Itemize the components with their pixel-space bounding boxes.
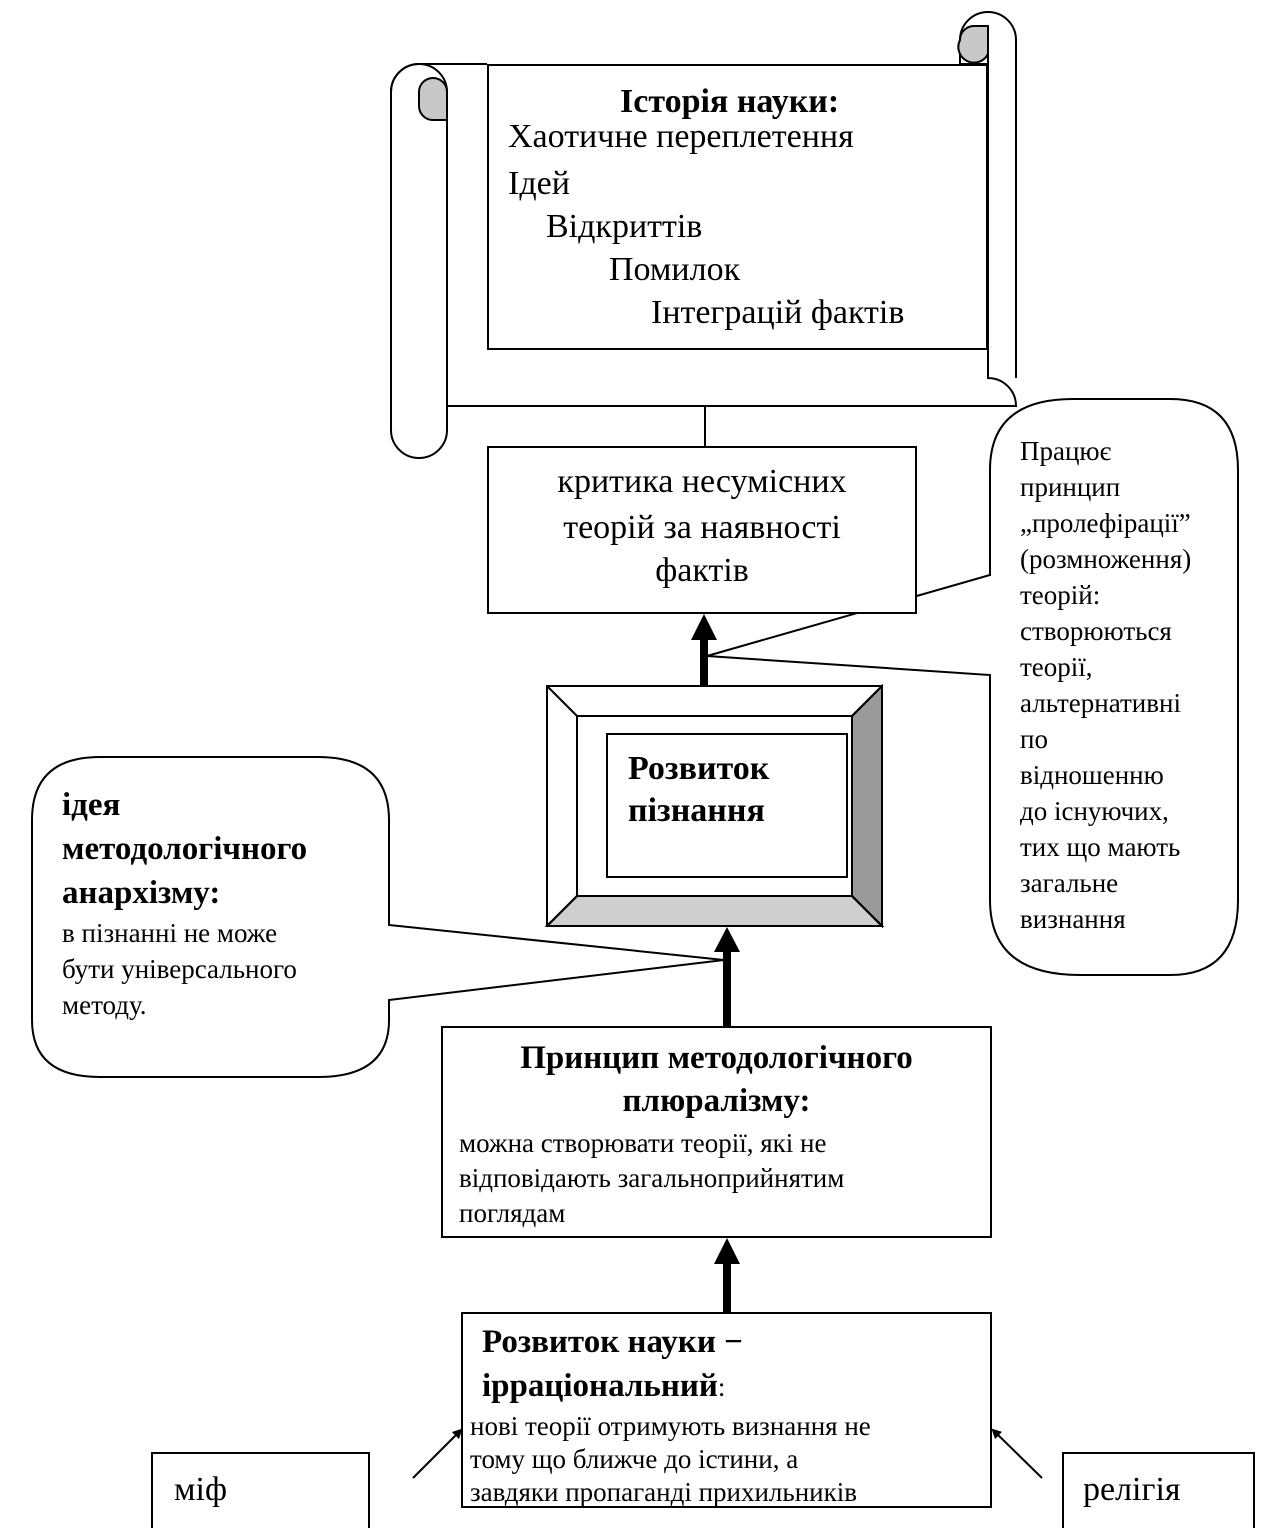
history-line-5: Інтеграцій фактів — [651, 294, 905, 331]
myth-box — [151, 1452, 370, 1528]
proliferation-line: тих що мають — [1020, 832, 1181, 862]
thick-arrows — [691, 614, 740, 1312]
history-scroll — [390, 11, 1018, 459]
anarchism-body-line: бути універсального — [62, 954, 297, 984]
history-line-3: Відкриттів — [546, 208, 703, 245]
pluralism-title-line-1: Принцип методологічного — [520, 1040, 913, 1076]
critique-line-2: теорій за наявності — [563, 509, 841, 546]
irrational-body-line-2: тому що ближче до істини, а — [470, 1444, 799, 1474]
proliferation-line: (розмноження) — [1020, 544, 1192, 574]
pluralism-body-line-1: можна створювати теорії, які не — [459, 1128, 827, 1158]
proliferation-text: Працює принцип „пролефірації” (розмножен… — [1020, 433, 1191, 937]
proliferation-line: відношенню — [1020, 760, 1164, 790]
irrational-title-line-1: Розвиток науки − — [482, 1324, 743, 1360]
proliferation-line: загальне — [1020, 868, 1119, 898]
irrational-body-line-3: завдяки пропаганді прихильників — [470, 1477, 857, 1507]
proliferation-line: Працює — [1020, 436, 1112, 466]
irrational-body-line-1: нові теорії отримують визнання не — [470, 1411, 871, 1441]
myth-label: міф — [174, 1471, 227, 1508]
anarchism-title-line: методологічного — [62, 831, 308, 867]
religion-box — [1062, 1452, 1255, 1528]
anarchism-callout-shape — [31, 756, 725, 1078]
pluralism-title-line-2: плюралізму: — [622, 1083, 811, 1119]
proliferation-line: визнання — [1020, 904, 1126, 934]
anarchism-title-line: анархізму: — [62, 875, 221, 911]
pluralism-box — [441, 1026, 992, 1238]
proliferation-line: „пролефірації” — [1020, 508, 1191, 538]
anarchism-body-line: методу. — [62, 990, 147, 1020]
history-line-1: Хаотичне переплетення — [508, 118, 854, 155]
religion-label: релігія — [1083, 1471, 1181, 1508]
proliferation-line: до існуючих, — [1020, 796, 1169, 826]
pluralism-body-line-3: поглядам — [459, 1198, 566, 1228]
proliferation-line: теорій: — [1020, 580, 1101, 610]
myth-arrow — [412, 1428, 463, 1479]
irrational-title-word: ірраціональний — [482, 1368, 718, 1404]
irrational-title-line-2: ірраціональний: — [482, 1364, 725, 1409]
anarchism-title-line: ідея — [62, 787, 121, 823]
cognition-frame — [544, 683, 885, 929]
critique-box — [487, 446, 917, 614]
proliferation-line: створюються — [1020, 616, 1172, 646]
history-line-4: Помилок — [609, 251, 741, 288]
irrational-box — [461, 1312, 992, 1508]
cognition-line-1: Розвиток — [628, 750, 770, 787]
critique-line-3: фактів — [655, 552, 749, 589]
irrational-title-colon: : — [717, 1372, 726, 1402]
critique-line-1: критика несумісних — [557, 463, 847, 500]
history-line-2: Ідей — [508, 165, 570, 202]
proliferation-line: теорії, — [1020, 652, 1093, 682]
proliferation-line: альтернативні — [1020, 688, 1181, 718]
proliferation-line: по — [1020, 724, 1048, 754]
religion-arrow — [991, 1428, 1043, 1479]
cognition-line-2: пізнання — [628, 792, 765, 829]
anarchism-text: ідея методологічного анархізму: в пізнан… — [62, 783, 307, 1023]
anarchism-body-line: в пізнанні не може — [62, 918, 278, 948]
proliferation-callout-shape — [706, 398, 1239, 976]
scroll-curl-left — [418, 77, 448, 121]
history-box — [487, 64, 988, 350]
pluralism-body-line-2: відповідають загальноприйнятим — [459, 1163, 845, 1193]
proliferation-line: принцип — [1020, 472, 1121, 502]
scroll-curl-right — [957, 25, 989, 64]
history-title: Історія науки: — [620, 83, 840, 120]
